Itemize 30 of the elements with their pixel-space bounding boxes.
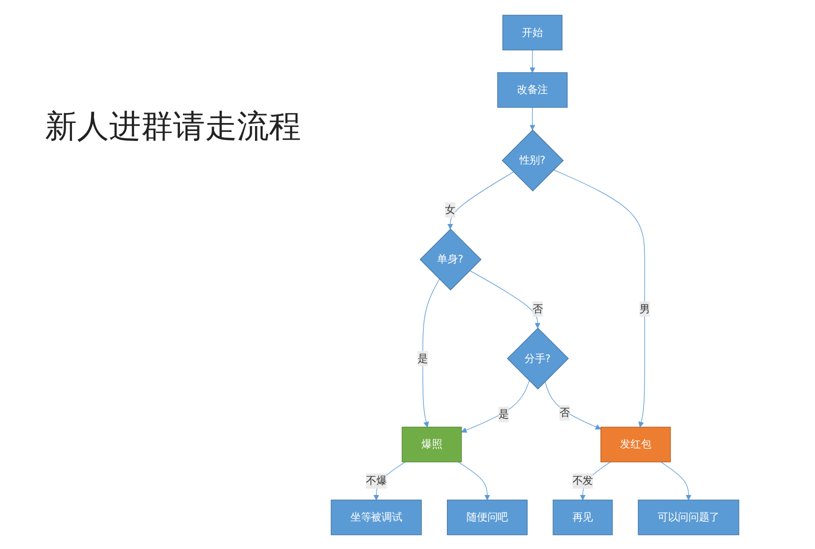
node-box: 爆照	[402, 426, 462, 462]
arrow	[530, 50, 536, 73]
node-box: 发红包	[600, 426, 671, 462]
node-diamond: 性别?	[502, 130, 564, 192]
edge-label: 女	[445, 204, 456, 216]
edge-label: 是	[418, 352, 428, 364]
arrow	[553, 170, 645, 428]
arrow	[544, 381, 602, 430]
edge-label: 是	[498, 408, 509, 420]
edge-label: 男	[640, 302, 650, 315]
node-box: 再见	[552, 500, 613, 536]
arrow	[469, 270, 540, 328]
node-diamond: 单身?	[420, 228, 482, 290]
arrow	[447, 172, 514, 230]
arrow	[530, 107, 536, 130]
edge-label: 不发	[572, 474, 594, 487]
arrow	[458, 462, 490, 500]
arrow	[461, 380, 530, 433]
node-box: 改备注	[497, 72, 568, 108]
node-box: 可以问问题了	[638, 500, 740, 536]
node-diamond: 分手?	[506, 328, 569, 390]
edge-label: 不爆	[366, 474, 387, 487]
arrow	[660, 462, 692, 500]
edge-label: 否	[532, 302, 543, 315]
diagram-title: 新人进群请走流程	[45, 106, 301, 147]
node-box: 开始	[502, 14, 562, 50]
node-box: 随便问吧	[446, 500, 528, 536]
edge-label: 否	[559, 406, 570, 419]
node-box: 坐等被调试	[330, 500, 422, 536]
arrow	[422, 278, 440, 428]
